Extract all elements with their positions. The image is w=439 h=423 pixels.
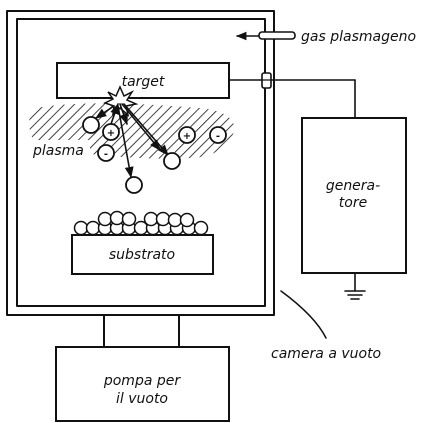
pump-pipe xyxy=(103,314,180,348)
plasma-label: plasma xyxy=(32,143,84,159)
electron-particle xyxy=(97,144,115,162)
pump-label-line1: pompa per xyxy=(103,373,182,389)
ion-particle xyxy=(178,126,196,144)
ion-particle xyxy=(102,123,120,141)
particle-trajectories xyxy=(95,102,169,179)
target-block: target xyxy=(56,62,230,99)
positive-sign: + xyxy=(107,128,115,139)
chamber-leader-line xyxy=(280,290,327,339)
substrate-block: substrato xyxy=(71,234,214,275)
sputtered-atom xyxy=(163,152,181,170)
electrical-wiring xyxy=(228,79,366,300)
positive-sign: + xyxy=(183,131,191,142)
neutral-particle xyxy=(82,116,100,134)
negative-sign: - xyxy=(104,149,108,160)
gas-inlet: gas plasmageno xyxy=(235,29,416,45)
plasma-label-group: plasma xyxy=(30,140,90,160)
pump-label-line2: il vuoto xyxy=(116,391,168,407)
substrate-label: substrato xyxy=(109,247,175,263)
sputtered-atom xyxy=(125,176,143,194)
substrate-atoms xyxy=(73,210,209,236)
chamber-label: camera a vuoto xyxy=(271,346,381,362)
target-label: target xyxy=(122,74,165,90)
generator-box: genera- tore xyxy=(301,117,407,274)
electron-particle xyxy=(209,126,227,144)
particles: + - + - xyxy=(82,116,227,194)
vacuum-chamber xyxy=(6,10,275,316)
negative-sign: - xyxy=(216,131,220,142)
impact-burst-icon xyxy=(103,85,139,118)
vacuum-pump-box: pompa per il vuoto xyxy=(55,346,230,422)
generator-label-line2: tore xyxy=(339,195,367,211)
gas-label: gas plasmageno xyxy=(301,29,416,45)
generator-label-line1: genera- xyxy=(326,178,380,194)
